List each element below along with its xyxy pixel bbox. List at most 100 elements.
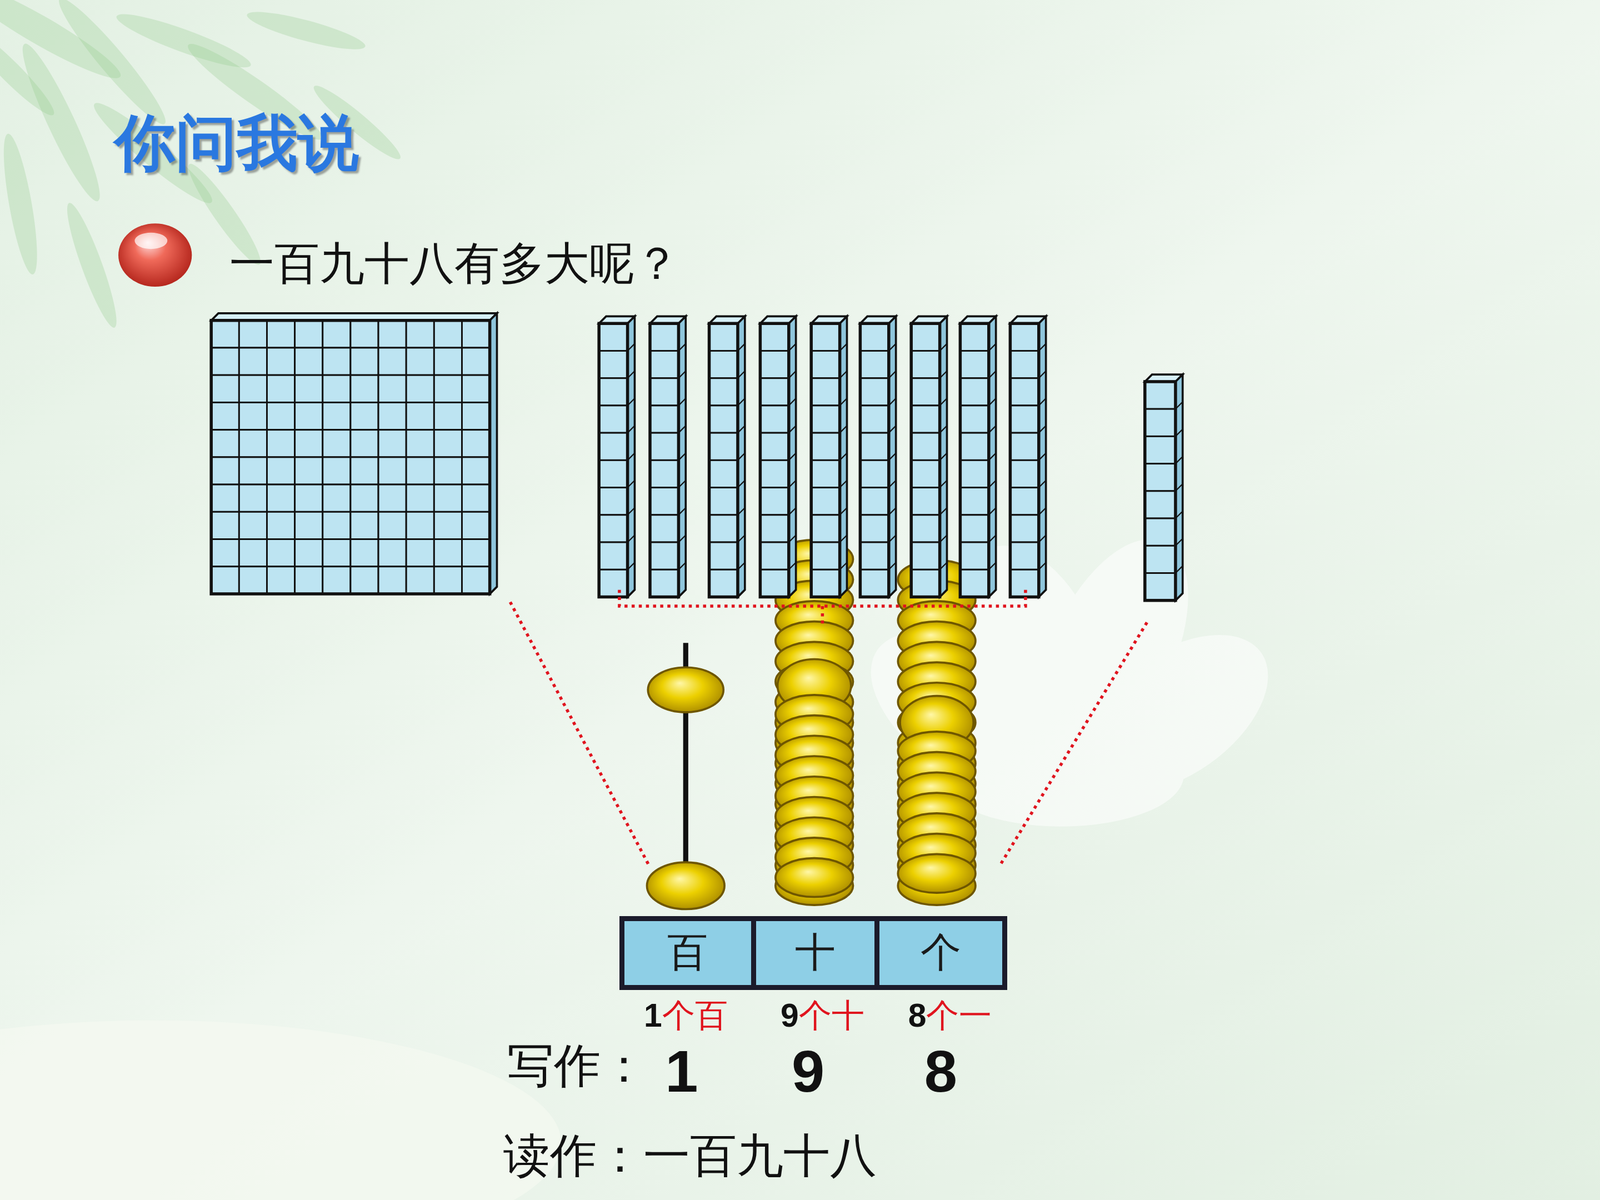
unit-cube [1010,378,1039,406]
unit-cube [960,487,989,515]
unit-cube [211,430,239,458]
unit-cube [860,378,889,406]
ten-rod [960,316,996,597]
unit-cube [650,487,679,515]
ten-rod [1010,316,1046,597]
digit: 9 [780,997,799,1034]
block-outline [960,323,989,597]
unit-cube [960,515,989,543]
unit-cube [811,542,840,570]
unit-cube [760,460,789,488]
unit-cube [860,487,889,515]
unit-cube [598,405,628,433]
unit-cube [598,487,628,515]
unit-cube [461,566,490,594]
unit-cube [433,539,462,567]
unit-cube [960,323,989,351]
unit-cube [760,432,789,460]
unit-cube [650,460,679,488]
unit-cube [860,460,889,488]
unit-cube [650,569,679,597]
abacus-bead [775,858,854,898]
unit-cube [406,511,434,539]
unit-cube [238,430,267,458]
unit-cube [1010,405,1039,433]
unit-cube [598,432,628,460]
unit-cube [461,539,490,567]
unit-cube [911,405,940,433]
unit-cube [350,402,379,430]
unit-cube [211,539,239,567]
unit-cube [461,430,490,458]
unit-cube [598,323,628,351]
guide-lines [510,587,1147,868]
block-outline [598,323,628,597]
unit-cube [911,350,940,378]
unit-cube [860,405,889,433]
unit-cube [760,378,789,406]
place-name: 十 [795,925,836,981]
unit-cube [1145,436,1176,464]
unit-cube [461,511,490,539]
unit-cube [598,542,628,570]
written-digit: 1 [665,1037,698,1107]
unit-cube [650,405,679,433]
unit-cube [238,457,267,485]
unit-cube [266,320,295,348]
unit-cube [811,432,840,460]
bullet-ball [118,223,192,287]
unit-cube [1145,381,1176,409]
unit-cube [322,511,351,539]
unit-cube [295,375,323,403]
unit-cube [350,320,379,348]
place-count: 8个一 [908,996,993,1035]
guide-bracket [619,587,1026,607]
unit-cube [598,460,628,488]
unit-cube [860,432,889,460]
unit-cube [960,542,989,570]
unit-cube [709,432,738,460]
unit-cube [211,457,239,485]
label-text: 一百九十八有多大呢？ [229,236,680,289]
unit-cube [238,347,267,375]
unit-cube [461,402,490,430]
unit-cube [378,511,407,539]
digit: 8 [924,1038,958,1105]
unit-cube [650,542,679,570]
unit-cube [911,378,940,406]
unit-cube [350,511,379,539]
unit-cube [960,350,989,378]
place-value-box: 十 [751,916,880,990]
unit-cube [760,487,789,515]
unit-cube [1145,573,1176,601]
unit-cube [433,457,462,485]
unit-cube [295,347,323,375]
written-digit: 9 [791,1037,825,1107]
unit-cube [295,457,323,485]
unit-cube [811,569,840,597]
unit-cube [860,323,889,351]
unit-cube [860,515,889,543]
unit-cube [211,566,239,594]
unit-cube [322,457,351,485]
guide-line [821,606,825,625]
unit-cube [461,484,490,512]
digit: 1 [665,1038,698,1105]
ones-stack [1145,374,1183,601]
unit-cube [378,402,407,430]
unit-cube [322,566,351,594]
guide-line [510,602,650,868]
ten-rod [709,316,745,597]
unit-cube [433,402,462,430]
unit-cube [650,432,679,460]
unit-cube [461,457,490,485]
unit-cube [238,320,267,348]
ten-rod [911,316,947,597]
unit-cube [433,430,462,458]
unit-cube [211,347,239,375]
unit-cube [350,457,379,485]
leaf [244,5,368,57]
block-outline [760,323,789,597]
unit-cube [322,320,351,348]
unit-cube [406,402,434,430]
